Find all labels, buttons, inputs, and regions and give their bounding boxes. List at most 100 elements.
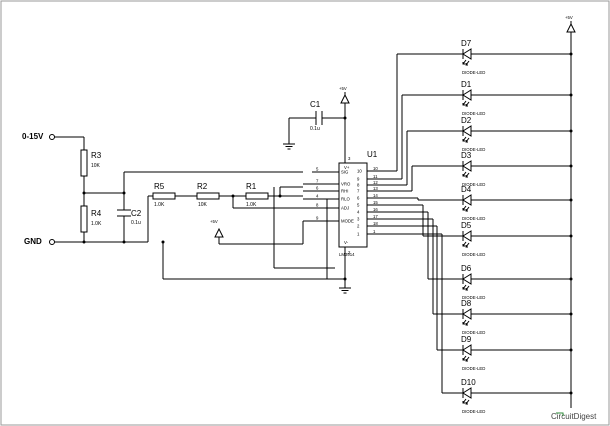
ic-pin-name: MODE <box>341 219 354 224</box>
led-part: DIODE-LED <box>462 182 485 187</box>
led-ref: D6 <box>461 264 472 273</box>
c1-ref: C1 <box>310 100 321 109</box>
ic-pin-number: 6 <box>316 186 319 191</box>
ic-right-pin: 173 <box>357 214 382 222</box>
ic-pin-inner-number: 6 <box>357 196 360 201</box>
led-triangle <box>462 160 472 172</box>
r3-ref: R3 <box>91 151 102 160</box>
ic-right-pin: 14 6 <box>357 193 382 201</box>
ic-pin-name: ADJ <box>341 206 349 211</box>
led-part: DIODE-LED <box>462 216 485 221</box>
led-ref: D1 <box>461 80 472 89</box>
return-wires <box>161 187 347 281</box>
ic-pin-number: 14 <box>373 193 378 198</box>
ic-pin-number: 16 <box>373 207 378 212</box>
led-triangle <box>462 125 472 137</box>
ic-u1: U1 LM3914 3 2 V+ V- 5SIG7VRO6RHI4RLO8ADJ… <box>303 150 382 294</box>
ic-pin-number: 10 <box>373 166 378 171</box>
ic-pin-number: 13 <box>373 186 378 191</box>
led-ref: D10 <box>461 378 476 387</box>
led-triangle <box>462 344 472 356</box>
ic-right-pin: 119 <box>357 174 382 182</box>
ic-pin-number: 15 <box>373 200 378 205</box>
gnd-terminal <box>49 239 55 245</box>
led: D6 DIODE-LED <box>382 211 573 300</box>
r5-resistor <box>152 192 176 200</box>
top-supply-arrow <box>566 22 576 33</box>
ic-pin-number: 8 <box>316 203 319 208</box>
brand-text: CircuitDigest <box>551 412 597 421</box>
ic-pin-number: 11 <box>373 174 378 179</box>
ic-top-pin-name: V+ <box>344 165 350 170</box>
led-ref: D2 <box>461 116 472 125</box>
led-ref: D5 <box>461 221 472 230</box>
ic-pin-number: 17 <box>373 214 378 219</box>
r1-ref: R1 <box>246 182 257 191</box>
ic-bottom-pin: 2 <box>348 250 351 255</box>
r2-ref: R2 <box>197 182 208 191</box>
input-section: 0-15V GND R3 10K R4 1.0K C2 0.1u <box>22 132 303 246</box>
ic-pin-number: 5 <box>316 167 319 172</box>
led-part: DIODE-LED <box>462 70 485 75</box>
ic-pin-name: VRO <box>341 182 351 187</box>
led-part: DIODE-LED <box>462 366 485 371</box>
input-terminal <box>49 134 55 140</box>
resistor-chain: R5 1.0K R2 10K R1 1.0K <box>147 182 303 242</box>
ic-pin-name: SIG <box>341 170 349 175</box>
led-ref: D8 <box>461 299 472 308</box>
led-triangle <box>462 194 472 206</box>
c1-supply-label: +5V <box>339 86 347 91</box>
brand-mark <box>556 412 564 416</box>
mode-supply-arrow <box>214 227 224 238</box>
ic-pin-number: 9 <box>316 216 319 221</box>
ic-pin-inner-number: 10 <box>357 169 362 174</box>
ic-right-pin: 182 <box>357 221 382 229</box>
c2-ref: C2 <box>131 209 142 218</box>
ic-pin-number: 7 <box>316 179 319 184</box>
led-part: DIODE-LED <box>462 409 485 414</box>
ic-pin-number: 18 <box>373 221 378 226</box>
led-triangle <box>462 230 472 242</box>
ic-right-pin: 10 10 <box>357 166 382 174</box>
led-part: DIODE-LED <box>462 147 485 152</box>
r3-resistor <box>80 149 88 177</box>
ic-right-pin: 16 4 <box>357 207 382 215</box>
r2-resistor <box>196 192 220 200</box>
ic-pin-number: 1 <box>373 229 376 234</box>
led-ref: D7 <box>461 39 472 48</box>
ic-right-pin: 128 <box>357 180 382 188</box>
ic-ref: U1 <box>367 150 378 159</box>
ic-pin-number: 4 <box>316 194 319 199</box>
mode-supply: +5V <box>210 219 304 245</box>
r4-resistor <box>80 205 88 233</box>
r5-value: 1.0K <box>154 202 165 208</box>
r5-ref: R5 <box>154 182 165 191</box>
ic-right-pin: 155 <box>357 200 382 208</box>
led-part: DIODE-LED <box>462 111 485 116</box>
ic-pin-inner-number: 4 <box>357 210 360 215</box>
c1-section: +5V C1 0.1u <box>283 86 350 157</box>
input-voltage-label: 0-15V <box>22 132 44 141</box>
ic-pin-name: RLO <box>341 197 350 202</box>
mode-supply-label: +5V <box>210 219 218 224</box>
ic-pin-inner-number: 7 <box>357 189 360 194</box>
gnd-label: GND <box>24 237 42 246</box>
led-part: DIODE-LED <box>462 330 485 335</box>
r1-value: 1.0K <box>246 202 257 208</box>
led-ref: D9 <box>461 335 472 344</box>
ic-top-pin: 3 <box>348 156 351 161</box>
top-supply-label: +5V <box>565 15 573 20</box>
